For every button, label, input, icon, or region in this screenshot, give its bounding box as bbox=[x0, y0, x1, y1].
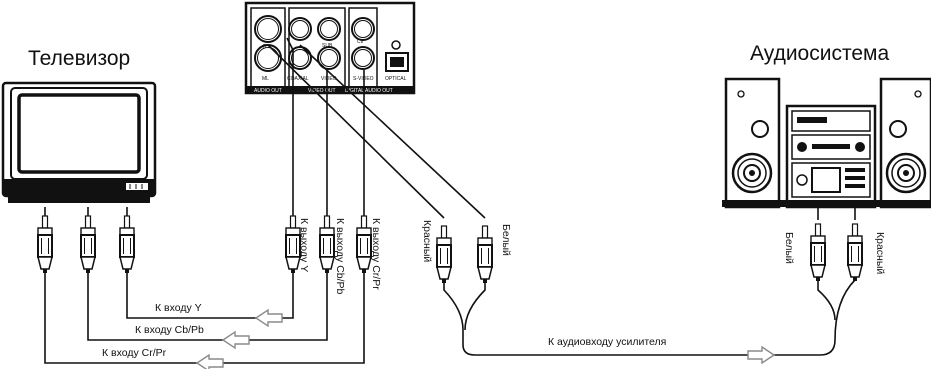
jack-label-coaxial: COAXIAL bbox=[287, 76, 309, 82]
rca-plug-red-amp bbox=[847, 223, 863, 282]
label-in-cb: К входу Cb/Pb bbox=[135, 324, 204, 336]
label-red-source: Красный bbox=[421, 220, 433, 262]
rca-plug-white-amp bbox=[810, 223, 826, 282]
rca-plug-out-y bbox=[285, 215, 301, 274]
jack-label-r: R bbox=[263, 44, 267, 50]
label-in-y: К входу Y bbox=[155, 302, 202, 314]
group-label-audio-out: AUDIO OUT bbox=[254, 88, 282, 94]
rca-plugs bbox=[37, 215, 863, 284]
label-out-cr: К выходу Cr/Pr bbox=[370, 218, 382, 290]
rca-plug-tv-y bbox=[119, 215, 135, 274]
label-red-amp: Красный bbox=[874, 232, 886, 274]
label-white-amp: Белый bbox=[783, 232, 795, 264]
jack-label-ml: ML bbox=[262, 76, 269, 82]
arrow-left-icon bbox=[222, 331, 250, 349]
label-in-cr: К входу Cr/Pr bbox=[102, 347, 167, 359]
arrow-left-icon bbox=[255, 309, 283, 327]
arrow-right-icon bbox=[747, 346, 775, 364]
group-label-video-out: VIDEO OUT bbox=[308, 88, 336, 94]
tv-icon bbox=[1, 81, 157, 203]
rca-plug-tv-cb bbox=[80, 215, 96, 274]
cables bbox=[44, 37, 856, 364]
jack-label-optical: OPTICAL bbox=[385, 76, 407, 82]
rca-plug-out-cb bbox=[319, 215, 335, 274]
label-amp-in: К аудиовходу усилителя bbox=[548, 336, 666, 348]
jack-label-video: VIDEO bbox=[321, 76, 337, 82]
group-label-digital-audio-out: DIGITAL AUDIO OUT bbox=[345, 88, 393, 94]
tv-heading: Телевизор bbox=[28, 47, 130, 70]
player-rear-panel: R ML SUB Ctr COAXIAL VIDEO S-VIDEO OPTIC… bbox=[244, 1, 416, 95]
label-out-cb: К выходу Cb/Pb bbox=[334, 218, 346, 295]
jack-label-ctr: Ctr bbox=[357, 39, 364, 45]
rca-plug-tv-cr bbox=[37, 215, 53, 274]
label-out-y: К выходу Y bbox=[298, 218, 310, 272]
jack-label-sub: SUB bbox=[322, 43, 333, 49]
rca-plug-out-cr bbox=[356, 215, 372, 274]
rca-plug-red-src bbox=[436, 225, 452, 284]
label-white-source: Белый bbox=[500, 224, 512, 256]
audio-system-icon bbox=[722, 77, 931, 209]
rca-plug-white-src bbox=[477, 225, 493, 284]
arrow-left-icon bbox=[196, 354, 224, 372]
audio-system-heading: Аудиосистема bbox=[750, 42, 889, 65]
